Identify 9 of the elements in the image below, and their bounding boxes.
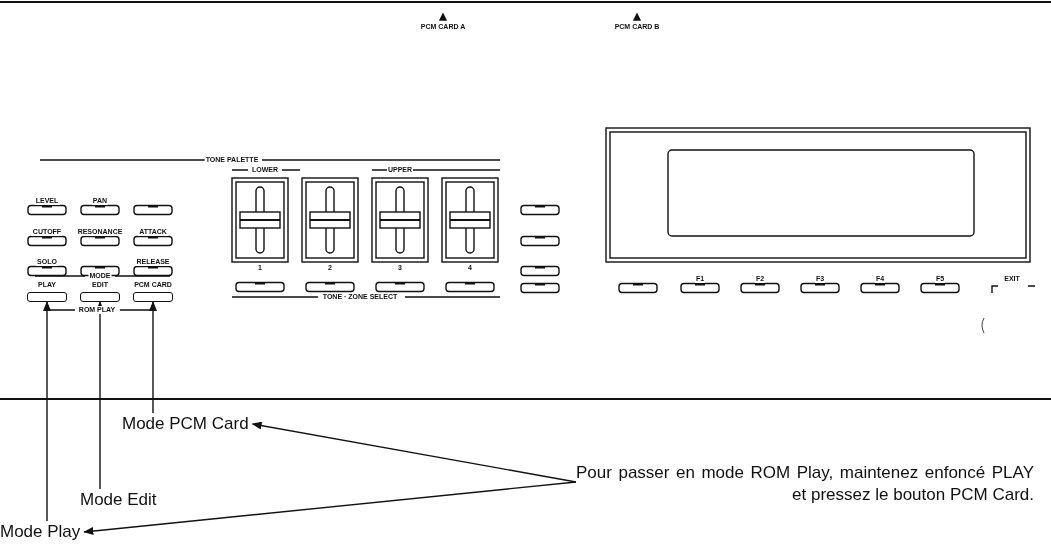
callout-text: Mode Play	[0, 521, 81, 543]
leader-line	[43, 301, 51, 522]
leader-line	[149, 301, 157, 414]
note-text: Pour passer en mode ROM Play, maintenez enfoncé PLAY et pressez le bouton PCM Card.	[576, 462, 1034, 506]
callout-text: Mode PCM Card	[122, 413, 249, 435]
callout-text: Mode Edit	[80, 489, 157, 511]
leader-line	[83, 481, 577, 536]
leader-line	[251, 421, 577, 483]
leader-line	[96, 301, 104, 490]
